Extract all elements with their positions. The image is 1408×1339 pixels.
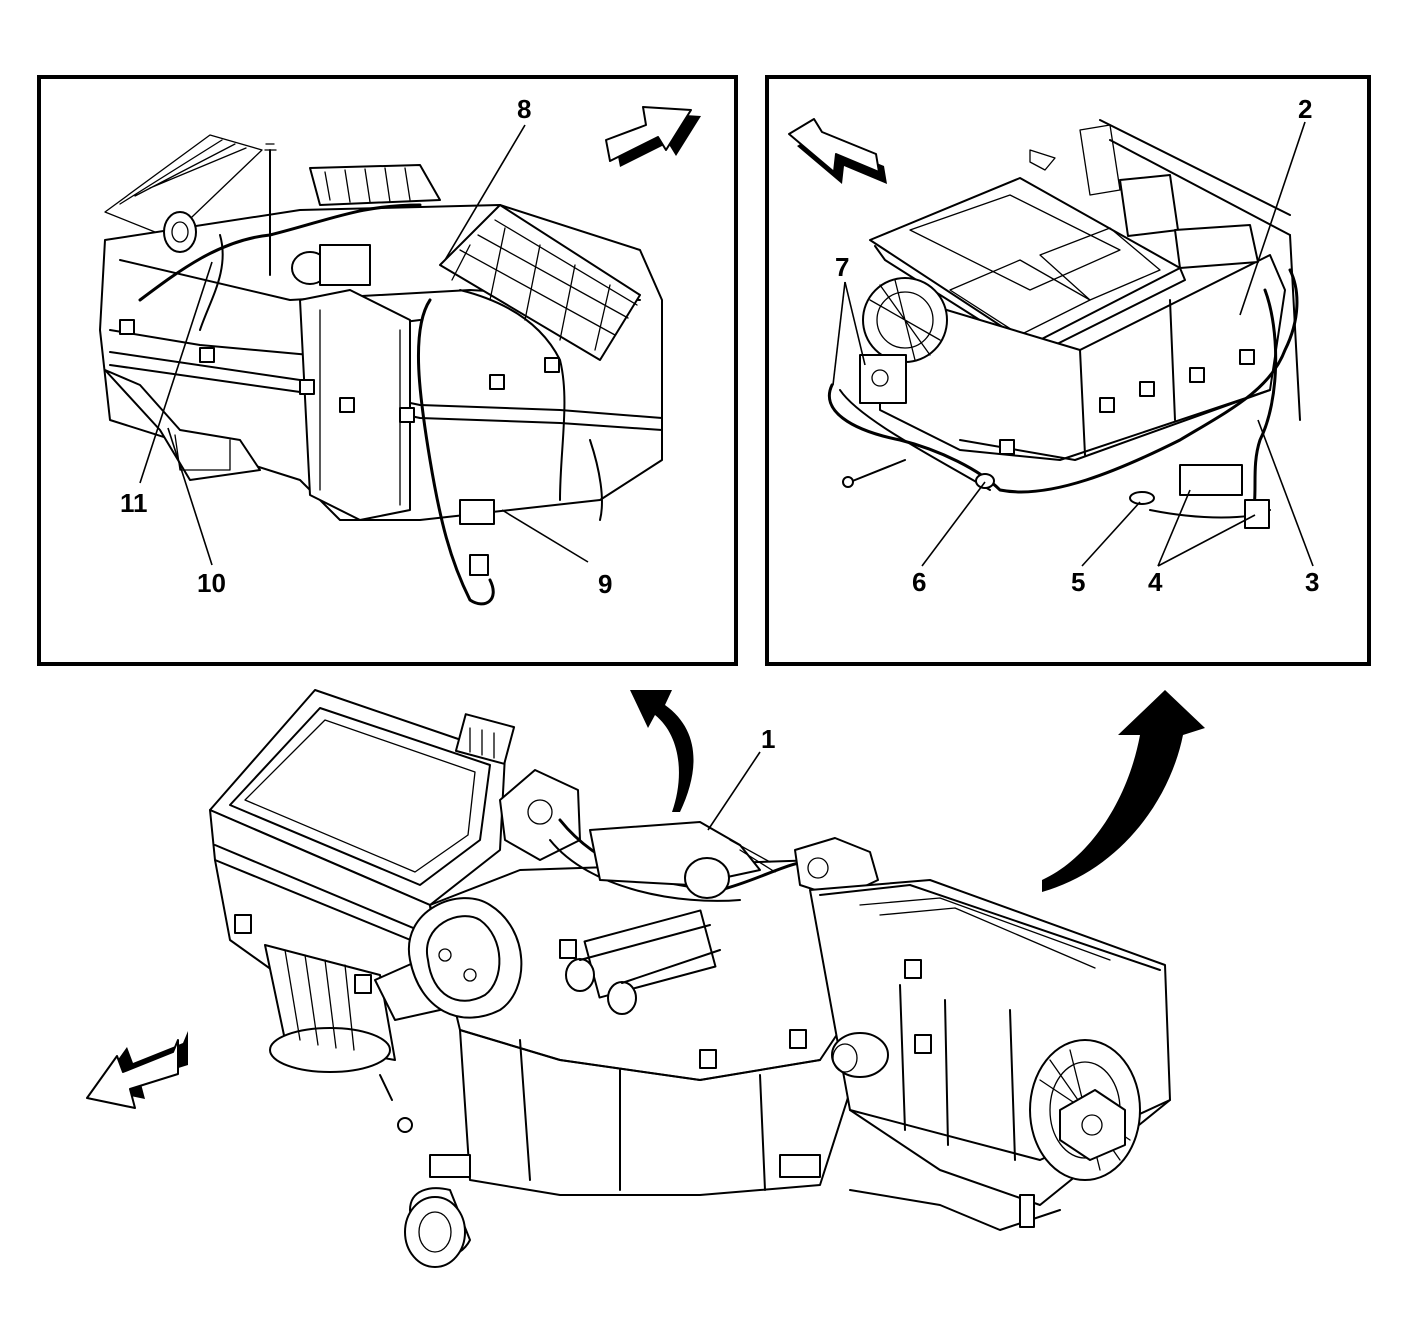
left-inset-leaders [139, 124, 589, 566]
left-inset-module-art [99, 134, 663, 606]
right-inset-view: 2 3 4 5 6 7 [765, 75, 1371, 666]
callout-5: 5 [1071, 567, 1085, 597]
leader-4a [1157, 489, 1191, 567]
callout-2: 2 [1298, 94, 1312, 124]
orientation-arrow-icon [788, 118, 887, 184]
leader-8 [444, 124, 526, 261]
leader-3 [1257, 419, 1314, 567]
leader-7a [832, 281, 846, 386]
leader-9 [501, 509, 589, 563]
callout-1: 1 [761, 724, 775, 754]
orientation-arrow-icon [86, 1031, 188, 1109]
leader-4b [1157, 514, 1256, 567]
callout-4: 4 [1148, 567, 1163, 597]
callout-11: 11 [120, 488, 148, 518]
right-inset-frame [765, 75, 1371, 666]
right-inset-module-art [827, 119, 1301, 529]
callout-6: 6 [912, 567, 926, 597]
left-inset-view: 8 9 10 11 [37, 75, 738, 666]
callout-3: 3 [1305, 567, 1319, 597]
callout-10: 10 [197, 568, 226, 598]
right-inset-leaders [832, 121, 1314, 567]
leader-1 [707, 751, 761, 831]
leader-11 [139, 261, 213, 484]
main-assembly-leaders [707, 751, 761, 831]
leader-2 [1239, 121, 1306, 316]
callout-7: 7 [835, 252, 849, 282]
callout-9: 9 [598, 569, 612, 599]
leader-6 [921, 481, 986, 567]
leader-7b [844, 281, 866, 366]
curved-arrow-to-right-inset [1042, 690, 1205, 892]
leader-5 [1081, 501, 1141, 567]
callout-8: 8 [517, 94, 531, 124]
left-inset-frame [37, 75, 738, 666]
orientation-arrow-icon [605, 106, 701, 167]
main-assembly-view [86, 689, 1171, 1268]
curved-arrow-to-left-inset [630, 690, 694, 812]
leader-10 [167, 427, 213, 566]
